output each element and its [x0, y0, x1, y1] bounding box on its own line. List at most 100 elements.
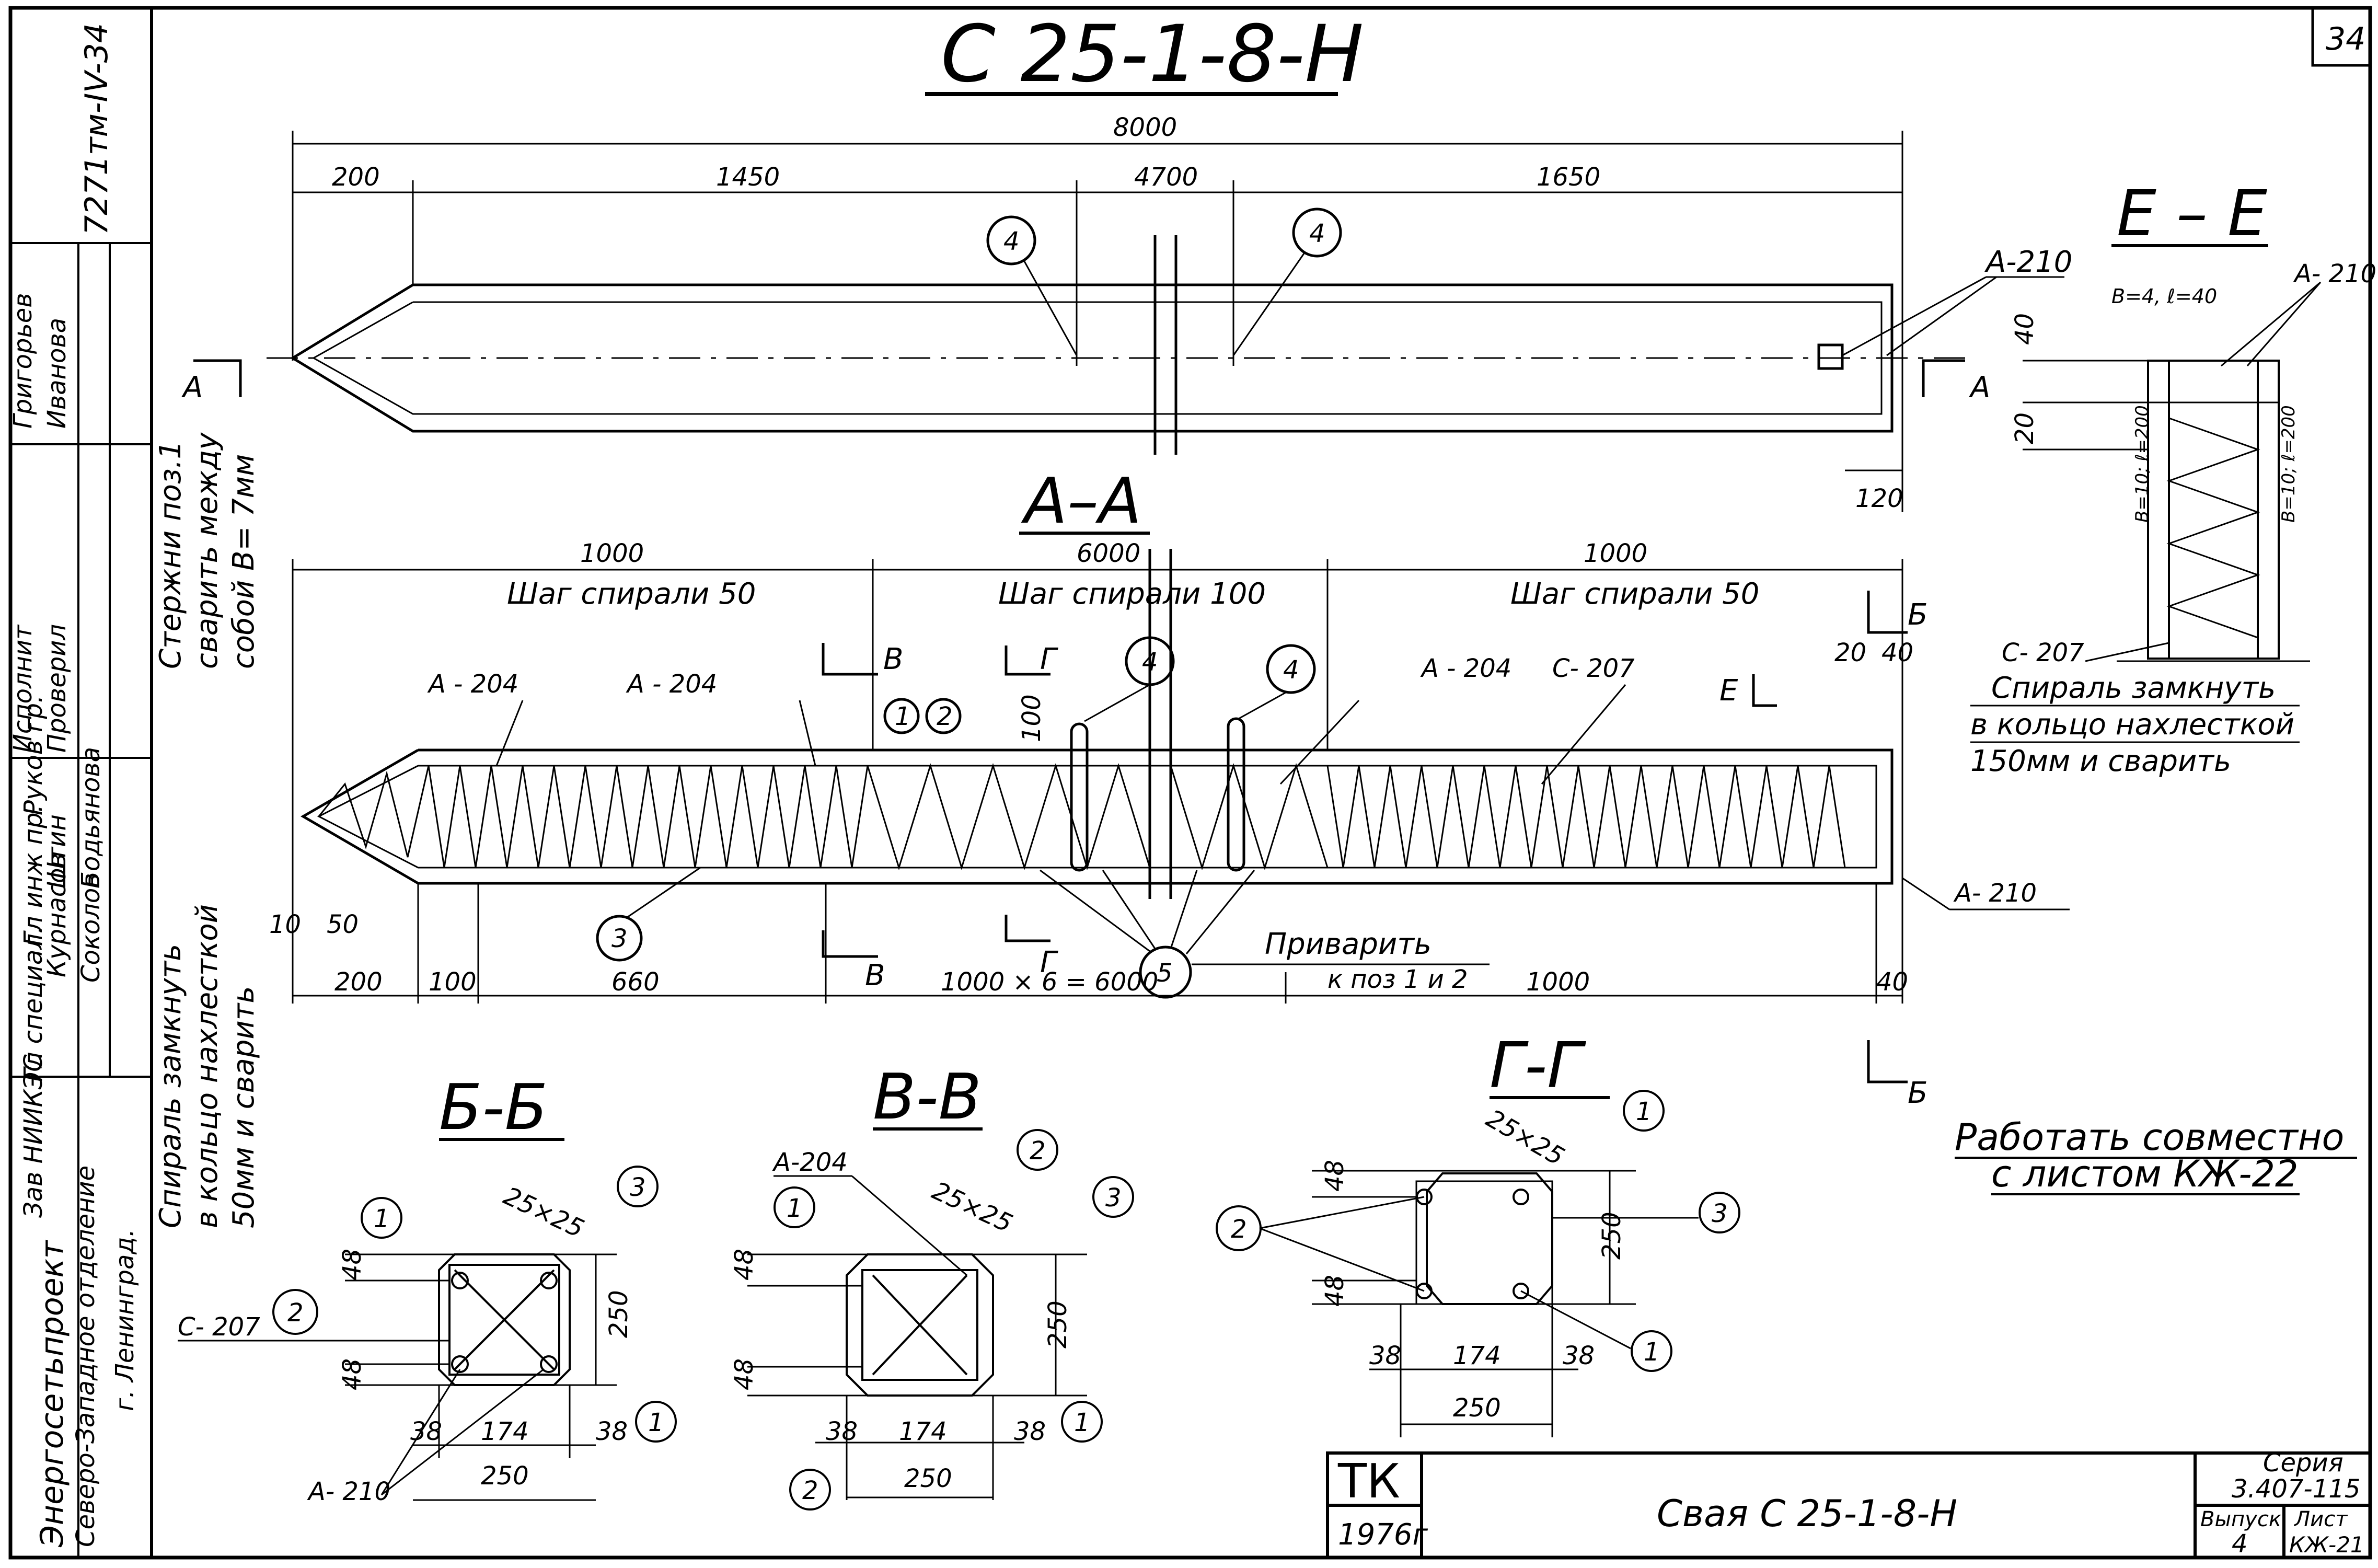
callout-aa-5: 5	[1157, 959, 1173, 988]
label-weld-2: к поз 1 и 2	[1327, 965, 1468, 994]
cut-v-bottom: В	[865, 959, 885, 993]
stamp-role-5: Штин	[42, 814, 72, 889]
dim-aa-b100: 100	[429, 967, 477, 997]
stamp-role-3: Руков гр.	[19, 695, 48, 815]
cut-v-top: В	[883, 642, 903, 676]
stamp-sheet-label: Лист	[2293, 1507, 2348, 1531]
label-a210: А- 210	[1953, 879, 2037, 908]
cut-g-bottom: Г	[1040, 946, 1058, 979]
gg-w250: 250	[1453, 1393, 1501, 1423]
spiral-right	[1326, 765, 1846, 868]
gg-bar: 25×25	[1481, 1104, 1569, 1172]
cut-b-bottom: Б	[1908, 1076, 1927, 1110]
vv-bar: 25×25	[928, 1176, 1017, 1238]
ee-c207: С- 207	[2002, 638, 2084, 667]
section-ee-title: Е – Е	[2117, 178, 2267, 250]
dim-aa-b660: 660	[611, 967, 660, 997]
section-mark-a-right: А	[1969, 371, 1990, 405]
section-gg-title: Г-Г	[1490, 1030, 1586, 1102]
gg-d38-left: 38	[1369, 1341, 1401, 1370]
stamp-role-4: Курнасов	[42, 853, 72, 977]
label-weld: Приварить	[1265, 927, 1432, 961]
bb-d38-right: 38	[596, 1417, 628, 1446]
vv-a204: А-204	[772, 1148, 848, 1177]
callout-aa-3: 3	[611, 924, 628, 953]
vv-d48-top: 48	[730, 1249, 759, 1281]
bb-bar: 25×25	[499, 1181, 588, 1243]
dim-aa-b1000: 1000	[1526, 967, 1590, 997]
bb-d38-left: 38	[410, 1417, 442, 1446]
callout-aa-2: 2	[937, 702, 953, 731]
bb-callout-2: 2	[287, 1298, 304, 1328]
cut-e: Е	[1719, 674, 1738, 708]
gg-d174: 174	[1453, 1341, 1501, 1370]
cut-b-top: Б	[1908, 598, 1927, 632]
section-ee-drawing	[2023, 281, 2322, 662]
label-a204-1: А - 204	[427, 670, 518, 699]
dim-1650: 1650	[1537, 163, 1600, 192]
dim-aa-10: 10	[269, 910, 301, 939]
stamp-series: 3.407-115	[2232, 1474, 2360, 1504]
callout-4a: 4	[1003, 227, 1020, 256]
gg-d48-top: 48	[1320, 1160, 1349, 1192]
pitch-left: Шаг спирали 50	[507, 577, 756, 611]
section-gg-drawing	[1216, 1090, 1740, 1437]
stamp-city: г. Ленинград.	[110, 1229, 140, 1411]
dim-aa-100: 100	[1017, 694, 1046, 742]
gg-d38-right: 38	[1563, 1341, 1595, 1370]
dim-aa-mid: 6000	[1077, 539, 1140, 568]
stamp-org: Энергосетьпроект	[34, 1239, 71, 1548]
sheet-frame	[8, 6, 2372, 1560]
dim-aa-40: 40	[1881, 638, 1913, 667]
note-left-top-1: Стержни поз.1	[154, 441, 188, 669]
section-vv-drawing	[747, 1129, 1134, 1511]
note-left-top-3: собой В= 7мм	[227, 454, 261, 669]
bb-c207: С- 207	[178, 1312, 260, 1342]
ee-d40: 40	[2010, 313, 2039, 345]
cut-g-top: Г	[1040, 642, 1058, 676]
callout-aa-4a: 4	[1142, 648, 1158, 677]
gg-callout-1a: 1	[1636, 1097, 1652, 1126]
vv-callout-1b: 1	[1074, 1408, 1090, 1437]
vv-d38-right: 38	[1014, 1417, 1046, 1446]
stamp-issue: 4	[2232, 1529, 2248, 1559]
callout-aa-1: 1	[895, 702, 911, 731]
callout-4b: 4	[1309, 219, 1325, 248]
gg-callout-2: 2	[1231, 1215, 1247, 1244]
stamp-role-10: Григорьев	[8, 293, 38, 429]
note-right-3: 150мм и сварить	[1970, 744, 2231, 778]
stamp-year: 1976г	[1338, 1518, 1428, 1552]
dim-aa-b6000: 1000 × 6 = 6000	[941, 967, 1158, 997]
bb-d250: 250	[604, 1290, 633, 1338]
title-block	[1326, 1451, 2372, 1559]
stamp-role-2: Гл инж пр.	[19, 804, 48, 946]
note-left-bottom-1: Спираль замкнуть	[154, 944, 188, 1228]
stamp-series-label: Серия	[2263, 1448, 2344, 1478]
spiral-left	[318, 765, 869, 868]
section-aa-title: А–А	[1021, 465, 1141, 538]
bb-w250: 250	[481, 1461, 529, 1491]
pitch-right: Шаг спирали 50	[1510, 577, 1759, 611]
section-mark-a-left: А	[181, 371, 203, 405]
vv-callout-1a: 1	[787, 1194, 803, 1223]
gg-callout-1b: 1	[1644, 1338, 1660, 1367]
bb-callout-1a: 1	[374, 1204, 390, 1233]
inventory-number: 7271тм-IV-34	[78, 23, 115, 235]
ee-weld-side-right: В=10; ℓ=200	[2278, 405, 2299, 523]
dim-aa-b200: 200	[334, 967, 383, 997]
stamp-role-1: Гл специал.	[19, 926, 48, 1082]
dim-aa-50: 50	[327, 910, 359, 939]
note-right-2: в кольцо нахлесткой	[1970, 708, 2294, 742]
section-bb-title: Б-Б	[439, 1071, 548, 1144]
stamp-issue-label: Выпуск	[2200, 1507, 2281, 1531]
vv-w250: 250	[904, 1464, 952, 1493]
dim-1450: 1450	[716, 163, 780, 192]
dim-120: 120	[1855, 484, 1903, 513]
gg-d250: 250	[1597, 1212, 1626, 1260]
section-bb-drawing	[178, 1166, 677, 1501]
stamp-role-0: Зав НИИКЭС	[19, 1054, 48, 1218]
gg-callout-3: 3	[1712, 1199, 1728, 1228]
gg-d48-bottom: 48	[1320, 1275, 1349, 1307]
spiral-mid	[867, 763, 1329, 871]
